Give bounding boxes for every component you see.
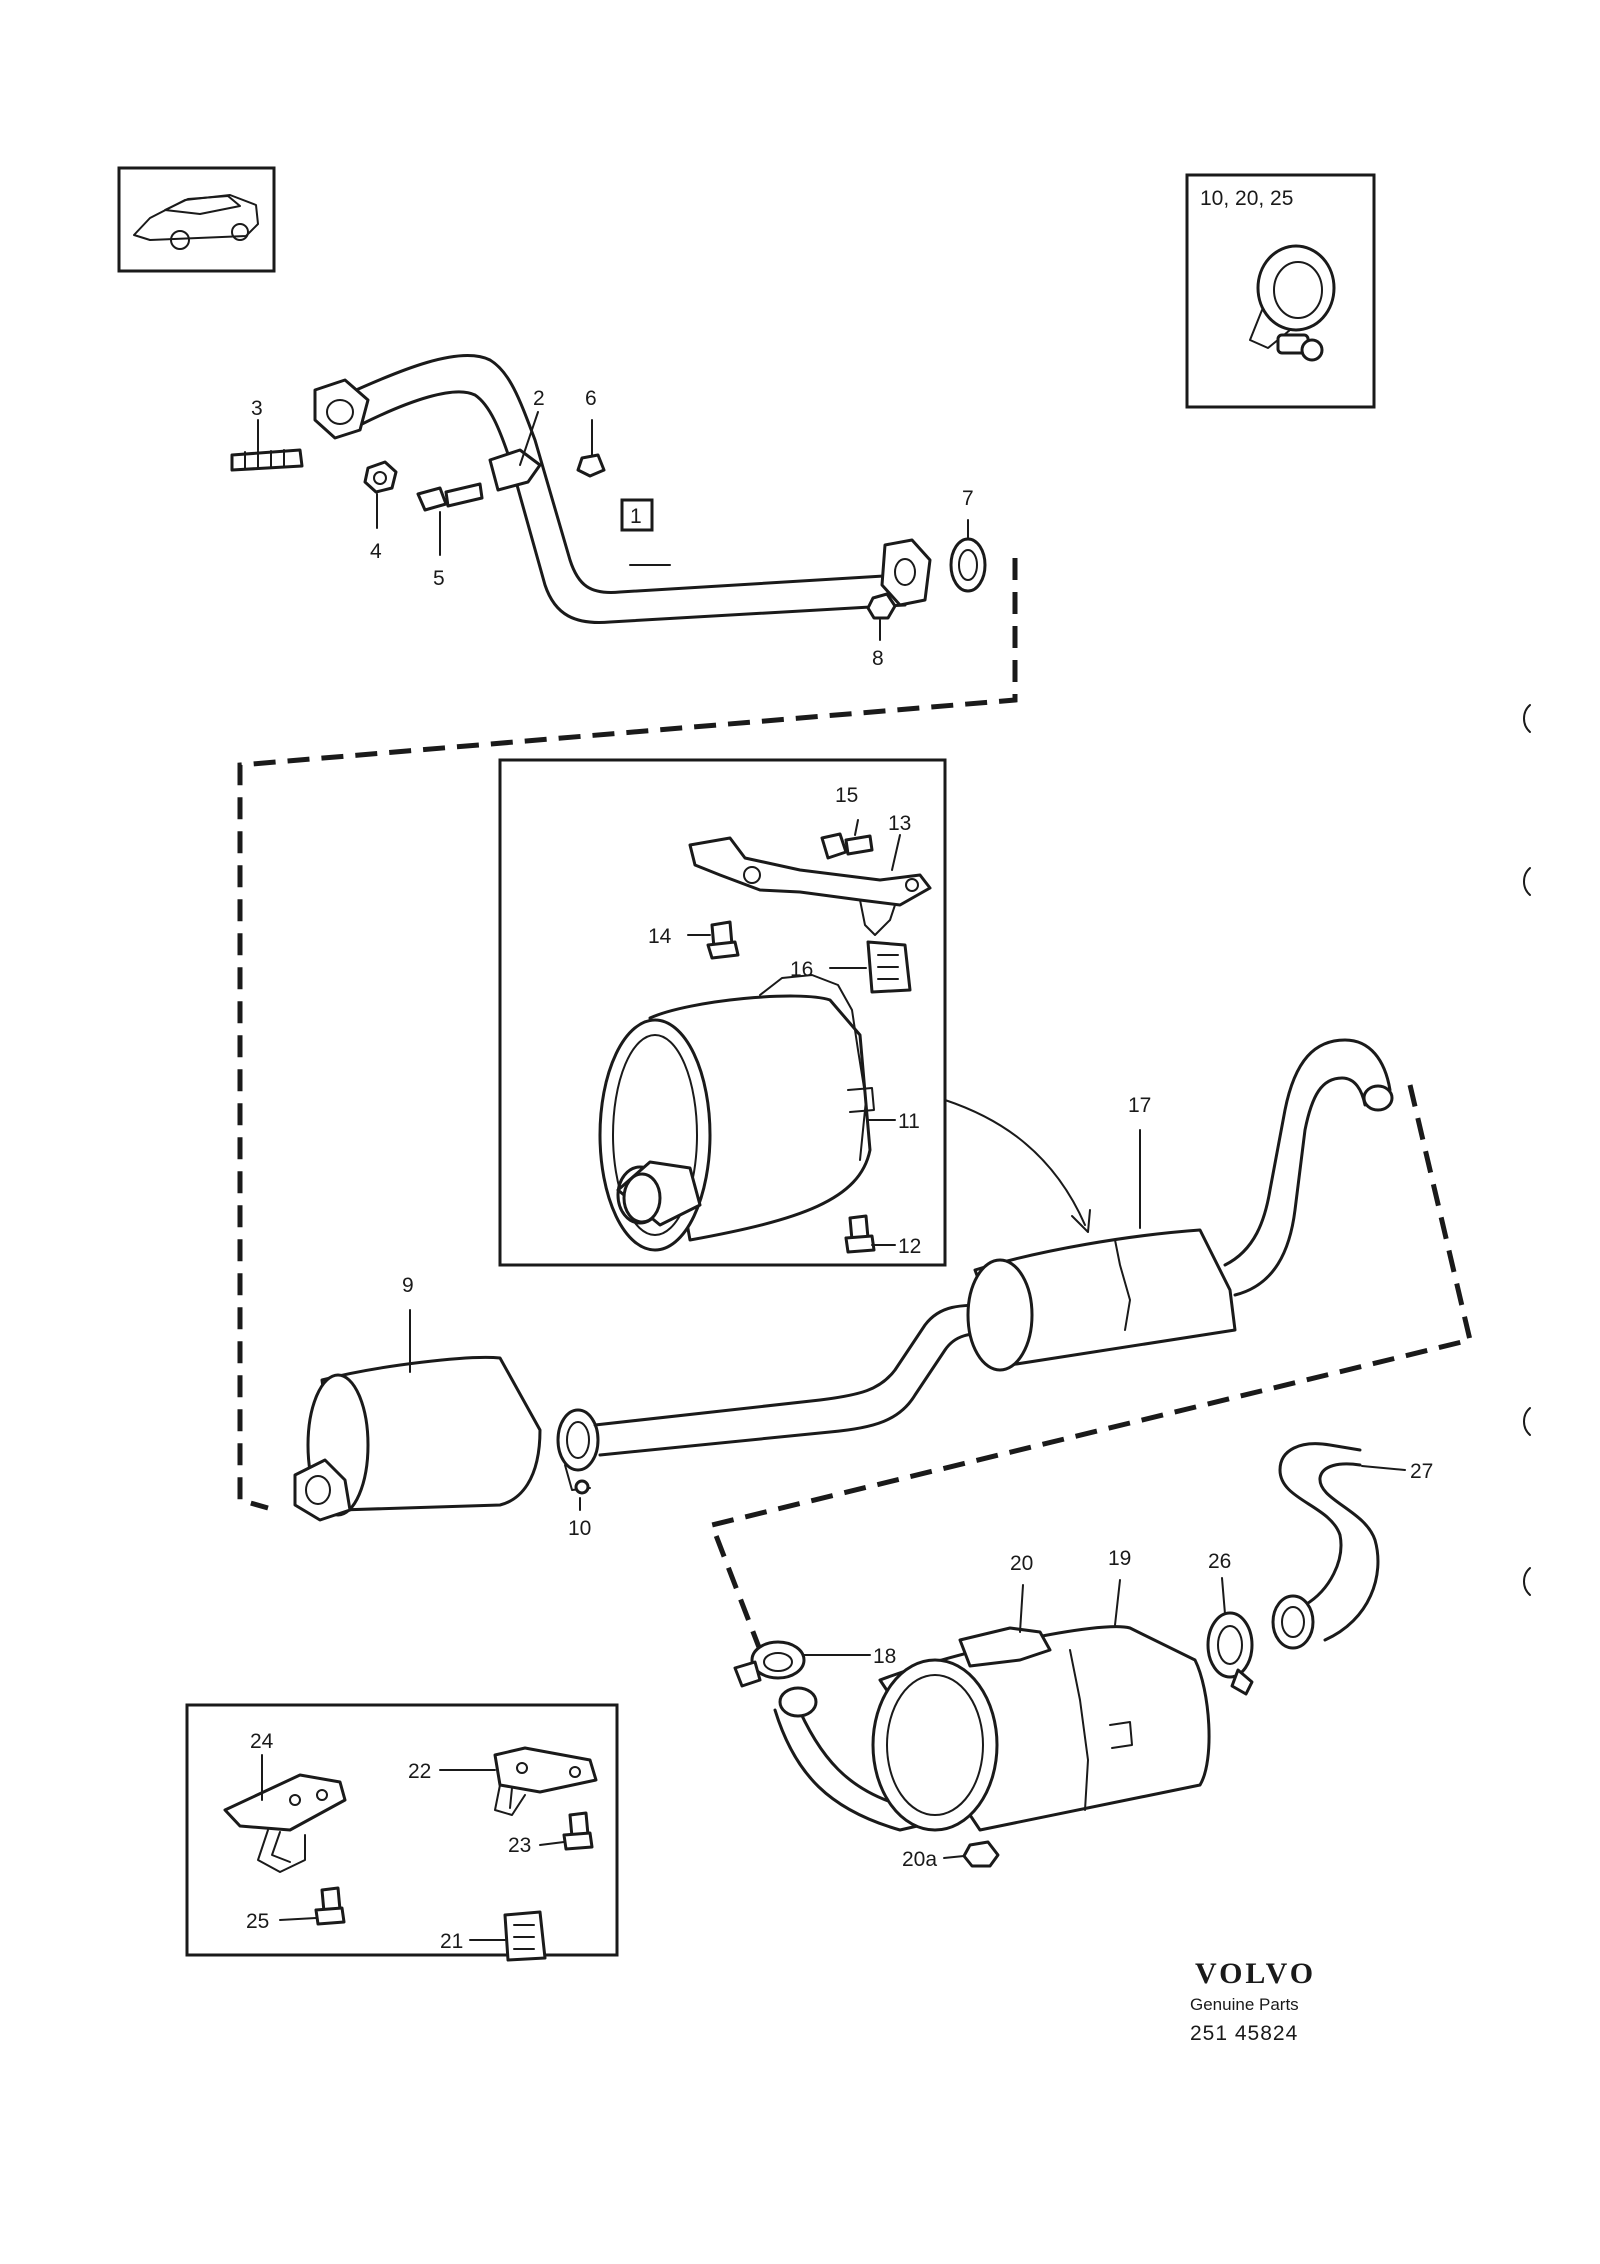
tailpipe [1223,1038,1394,1297]
callout-6: 6 [585,387,597,410]
callout-16: 16 [790,958,813,981]
callout-24: 24 [250,1730,274,1753]
callout-19: 19 [1108,1547,1131,1570]
callout-1: 1 [630,505,642,528]
front-pipe [313,354,932,625]
clamp-20 [958,1626,1052,1668]
callout-23: 23 [508,1834,531,1857]
clamp-26 [1206,1611,1254,1696]
callout-11: 11 [898,1110,920,1133]
nut-20a [962,1840,1000,1868]
inset-hanger-box [185,1703,619,1962]
callout-20: 20 [1010,1552,1033,1575]
callout-17: 17 [1128,1094,1151,1117]
callout-15: 15 [835,784,858,807]
callout-4: 4 [370,540,382,563]
callout-27: 27 [1410,1460,1433,1483]
inset-clamp-box: 10, 20, 25 [1185,173,1376,409]
callout-7: 7 [962,487,974,510]
callout-18: 18 [873,1645,896,1668]
callout-8: 8 [872,647,884,670]
brand-logo: VOLVO [1195,1957,1316,1990]
nut-4 [363,460,398,494]
detail-inset-box [498,758,947,1267]
callout-10: 10 [568,1517,591,1540]
nut-6 [576,453,606,478]
callout-9: 9 [402,1274,414,1297]
leader-lines [257,411,1406,1941]
callout-22: 22 [408,1760,431,1783]
inset-clamp-label: 10, 20, 25 [1200,187,1293,210]
callout-25: 25 [246,1910,269,1933]
scan-marks [1523,704,1531,1596]
callout-14: 14 [648,925,672,948]
callout-12: 12 [898,1235,921,1258]
car-thumbnail [117,166,276,273]
clamp-10 [556,1408,600,1495]
stud-3 [230,448,304,472]
intermediate-pipe [593,1303,992,1457]
callout-2: 2 [533,387,545,410]
callout-13: 13 [888,812,911,835]
gasket-7 [949,537,987,593]
callout-21: 21 [440,1930,463,1953]
callout-26: 26 [1208,1550,1231,1573]
dashed-line-upper [237,558,1018,1511]
diagram-code: 251 45824 [1190,2022,1298,2045]
arrow-to-muffler [944,1099,1086,1226]
callout-20a: 20a [902,1848,937,1871]
arrow-head [1071,1209,1091,1233]
front-muffler [293,1355,542,1522]
callout-box-1 [620,498,654,532]
nut-8 [866,592,897,620]
brand-subtitle: Genuine Parts [1190,1995,1299,2014]
dashed-line-middle [708,1084,1474,1651]
callout-5: 5 [433,567,445,590]
bolt-5 [416,482,484,512]
callout-3: 3 [251,397,263,420]
clamp-18 [733,1640,806,1688]
rear-muffler [966,1228,1237,1372]
lower-muffler [871,1625,1211,1832]
tailpipe-27 [1271,1442,1380,1650]
